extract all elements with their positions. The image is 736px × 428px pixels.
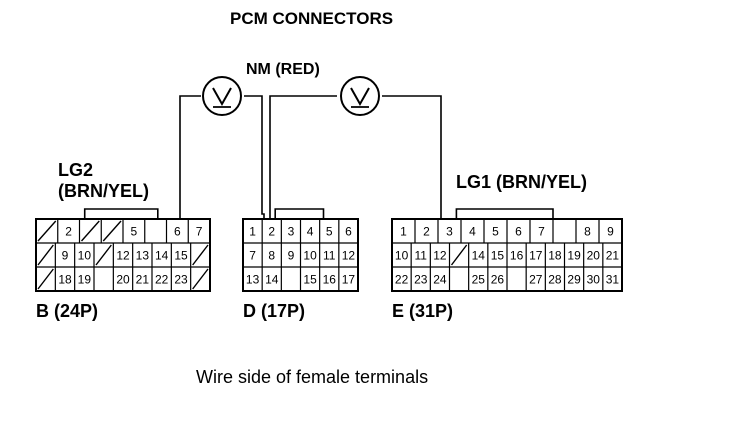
terminal-number: 7	[196, 225, 203, 239]
terminal-number: 12	[342, 249, 356, 263]
terminal-number: 2	[65, 225, 72, 239]
terminal-number: 3	[446, 225, 453, 239]
blank-terminal-slash	[192, 244, 209, 266]
terminal-number: 7	[538, 225, 545, 239]
terminal-number: 11	[415, 249, 428, 263]
wire-right-meter-to-e3	[382, 95, 442, 219]
connector-lock-tab	[455, 208, 554, 219]
terminal-number: 28	[548, 273, 562, 287]
terminal-number: 6	[515, 225, 522, 239]
connector-d-label: D (17P)	[243, 301, 306, 321]
terminal-number: 15	[303, 273, 317, 287]
terminal-number: 12	[433, 249, 447, 263]
diagram-title: PCM CONNECTORS	[230, 9, 394, 28]
connector-b-label: B (24P)	[36, 301, 99, 321]
terminal-number: 17	[342, 273, 356, 287]
connector-e-label: E (31P)	[392, 301, 454, 321]
terminal-number: 24	[433, 273, 447, 287]
terminal-number: 7	[249, 249, 256, 263]
terminal-number: 26	[491, 273, 505, 287]
terminal-number: 21	[606, 249, 620, 263]
lg2-wire-color: (BRN/YEL)	[58, 181, 149, 201]
terminal-number: 8	[268, 249, 275, 263]
connector-lock-tab	[83, 208, 159, 219]
terminal-number: 14	[155, 249, 169, 263]
terminal-number: 15	[491, 249, 505, 263]
terminal-number: 22	[395, 273, 409, 287]
wire-d-to-right-meter	[269, 95, 337, 253]
connector-lock-tab	[274, 208, 325, 219]
lg1-label: LG1 (BRN/YEL)	[456, 172, 588, 192]
terminal-number: 6	[345, 225, 352, 239]
terminal-number: 4	[469, 225, 476, 239]
terminal-number: 10	[78, 249, 92, 263]
terminal-number: 31	[606, 273, 620, 287]
terminal-number: 30	[587, 273, 601, 287]
terminal-number: 5	[326, 225, 333, 239]
blank-terminal-slash	[80, 220, 100, 242]
terminal-number: 27	[529, 273, 543, 287]
terminal-number: 21	[136, 273, 150, 287]
left-voltmeter-icon	[202, 76, 242, 116]
terminal-number: 15	[174, 249, 188, 263]
blank-terminal-slash	[192, 268, 209, 290]
terminal-number: 13	[136, 249, 150, 263]
terminal-number: 4	[307, 225, 314, 239]
terminal-number: 3	[288, 225, 295, 239]
terminal-number: 8	[584, 225, 591, 239]
terminal-number: 6	[174, 225, 181, 239]
meter-label: NM (RED)	[246, 61, 320, 78]
terminal-number: 14	[265, 273, 279, 287]
right-voltmeter-icon	[340, 76, 380, 116]
terminal-number: 2	[268, 225, 275, 239]
blank-terminal-slash	[37, 220, 57, 242]
terminal-number: 20	[587, 249, 601, 263]
terminal-number: 9	[607, 225, 614, 239]
connector-b: 2 5 6 7 9 10 12 13 14 15 18 19 20 21 22 23	[35, 208, 211, 292]
blank-terminal-slash	[37, 244, 54, 266]
terminal-number: 16	[510, 249, 524, 263]
terminal-number: 11	[323, 249, 336, 263]
terminal-number: 1	[400, 225, 407, 239]
terminal-number: 1	[249, 225, 256, 239]
terminal-number: 13	[246, 273, 260, 287]
terminal-number: 12	[116, 249, 130, 263]
caption: Wire side of female terminals	[196, 367, 429, 387]
terminal-number: 22	[155, 273, 169, 287]
terminal-number: 19	[567, 249, 581, 263]
terminal-number: 16	[323, 273, 337, 287]
terminal-number: 25	[472, 273, 486, 287]
lg2-label: LG2	[58, 160, 94, 180]
terminal-number: 23	[174, 273, 188, 287]
terminal-number: 29	[567, 273, 581, 287]
terminal-number: 17	[529, 249, 543, 263]
terminal-number: 18	[58, 273, 72, 287]
blank-terminal-slash	[95, 244, 112, 266]
terminal-number: 10	[303, 249, 317, 263]
terminal-number: 18	[548, 249, 562, 263]
wire-b6-to-left-meter	[179, 95, 201, 219]
terminal-number: 19	[78, 273, 92, 287]
terminal-number: 23	[414, 273, 428, 287]
terminal-number: 5	[492, 225, 499, 239]
terminal-number: 10	[395, 249, 409, 263]
terminal-number: 2	[423, 225, 430, 239]
terminal-number: 14	[472, 249, 486, 263]
terminal-number: 9	[288, 249, 295, 263]
terminal-number: 20	[116, 273, 130, 287]
terminal-number: 5	[131, 225, 138, 239]
blank-terminal-slash	[37, 268, 54, 290]
blank-terminal-slash	[102, 220, 122, 242]
terminal-number: 9	[62, 249, 69, 263]
blank-terminal-slash	[450, 244, 468, 266]
